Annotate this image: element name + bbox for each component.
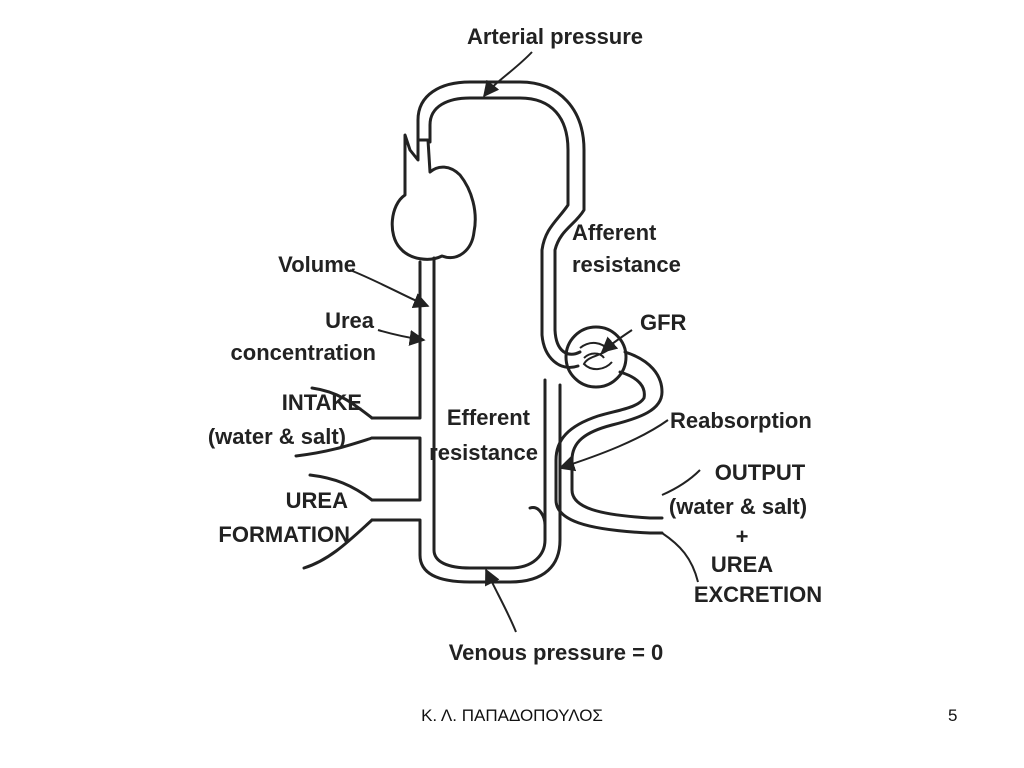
label-reabsorption: Reabsorption <box>670 408 812 433</box>
arterial-loop <box>416 80 586 369</box>
label-output-urea: UREA <box>711 552 773 577</box>
label-efferent-resistance: resistance <box>429 440 538 465</box>
leader-arrows <box>349 51 701 633</box>
page-number: 5 <box>948 706 958 725</box>
label-urea-concentration: concentration <box>231 340 376 365</box>
label-output-excretion: EXCRETION <box>694 582 822 607</box>
input-curves <box>294 386 374 570</box>
label-gfr: GFR <box>640 310 687 335</box>
label-afferent-resistance: resistance <box>572 252 681 277</box>
label-efferent: Efferent <box>447 405 531 430</box>
heart-shape <box>390 133 477 261</box>
label-intake-water-salt: (water & salt) <box>208 424 346 449</box>
label-urea-formation-2: FORMATION <box>218 522 350 547</box>
label-arterial-pressure: Arterial pressure <box>467 24 643 49</box>
label-output: OUTPUT <box>715 460 806 485</box>
label-volume: Volume <box>278 252 356 277</box>
label-urea-formation-1: UREA <box>286 488 348 513</box>
label-intake: INTAKE <box>282 390 362 415</box>
tubule-loop <box>554 350 664 535</box>
label-output-plus: + <box>736 524 749 549</box>
footer-author: Κ. Λ. ΠΑΠΑΔΟΠΟΥΛΟΣ <box>421 706 603 725</box>
glomerulus-shape <box>564 325 628 389</box>
label-output-water-salt: (water & salt) <box>669 494 807 519</box>
label-afferent: Afferent <box>572 220 657 245</box>
label-urea: Urea <box>325 308 375 333</box>
label-venous-pressure: Venous pressure = 0 <box>449 640 664 665</box>
